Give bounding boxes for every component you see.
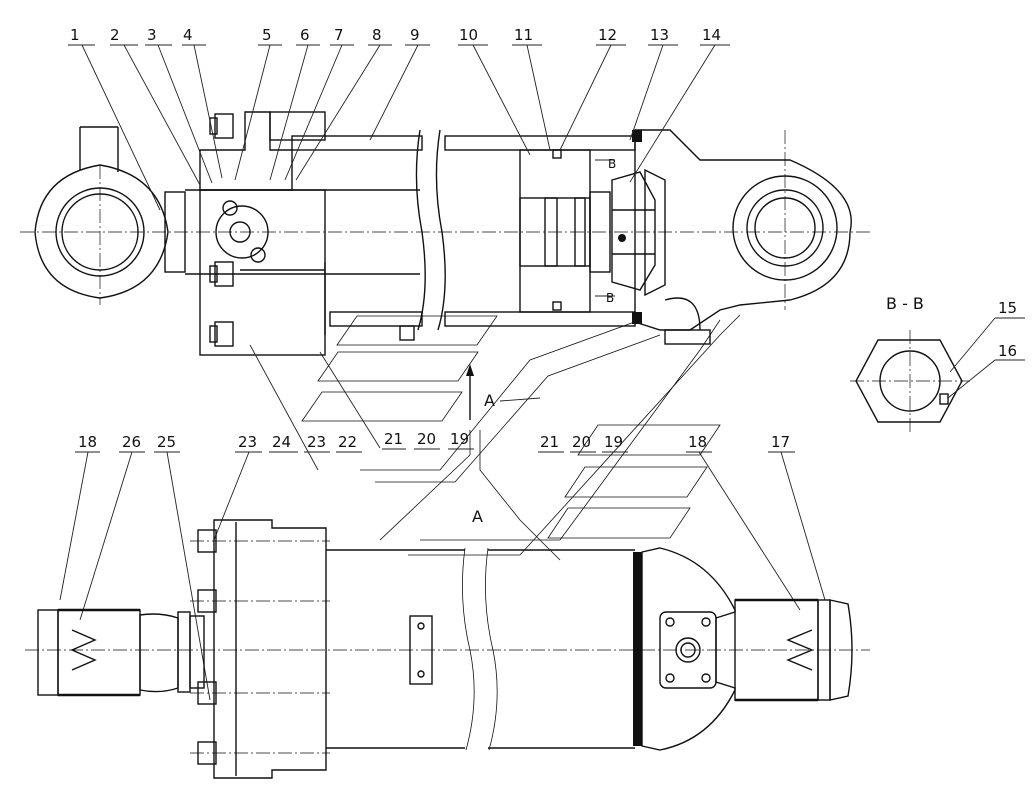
callout-3: 3 [147, 26, 157, 44]
piston-nut [595, 159, 656, 297]
callout-17: 17 [771, 433, 790, 451]
front-flange [190, 519, 330, 779]
callout-9: 9 [410, 26, 420, 44]
callout-10: 10 [459, 26, 478, 44]
top-callout-leaders [68, 44, 730, 211]
callout-8: 8 [372, 26, 382, 44]
callout-19b: 19 [604, 433, 623, 451]
middle-callout-leaders [59, 344, 826, 701]
section-mark-top: B [608, 157, 616, 171]
front-head [199, 111, 326, 356]
callout-14: 14 [702, 26, 721, 44]
callout-16: 16 [998, 342, 1017, 360]
right-rod-end [715, 598, 853, 702]
view-title: A [472, 507, 483, 526]
callout-21a: 21 [384, 430, 403, 448]
piston [519, 149, 611, 313]
left-rod-end [37, 608, 205, 697]
callout-12: 12 [598, 26, 617, 44]
callout-22: 22 [338, 433, 357, 451]
callout-7: 7 [334, 26, 344, 44]
callout-13: 13 [650, 26, 669, 44]
callout-20a: 20 [417, 430, 436, 448]
callout-18-right: 18 [688, 433, 707, 451]
left-rod-eye [34, 126, 420, 305]
view-arrow: A A [466, 364, 541, 526]
section-b-b: B - B 15 16 [850, 294, 1025, 432]
bottom-barrel [326, 547, 642, 751]
section-title: B - B [886, 294, 924, 313]
top-section-view: B B [20, 26, 870, 356]
top-callout-labels: 1 2 3 4 5 6 7 8 9 10 11 12 13 14 [70, 26, 721, 44]
callout-23a: 23 [238, 433, 257, 451]
bottom-rear-head [641, 547, 736, 751]
callout-19a: 19 [450, 430, 469, 448]
barrel-tube [291, 129, 636, 341]
callout-26: 26 [122, 433, 141, 451]
middle-callout-labels: 21 20 19 18 26 25 23 24 23 22 21 20 19 1… [78, 430, 790, 451]
callout-25: 25 [157, 433, 176, 451]
callout-6: 6 [300, 26, 310, 44]
view-arrow-label: A [484, 391, 495, 410]
callout-4: 4 [183, 26, 193, 44]
callout-21b: 21 [540, 433, 559, 451]
bottom-view-a [25, 519, 870, 779]
callout-23b: 23 [307, 433, 326, 451]
section-marks: B B [606, 157, 616, 305]
callout-24: 24 [272, 433, 291, 451]
rear-head [632, 129, 852, 345]
section-mark-bottom: B [606, 291, 614, 305]
callout-11: 11 [514, 26, 533, 44]
callout-5: 5 [262, 26, 272, 44]
callout-15: 15 [998, 299, 1017, 317]
middle-panel-guides [301, 314, 741, 561]
callout-18-left: 18 [78, 433, 97, 451]
callout-2: 2 [110, 26, 120, 44]
callout-1: 1 [70, 26, 80, 44]
callout-20b: 20 [572, 433, 591, 451]
